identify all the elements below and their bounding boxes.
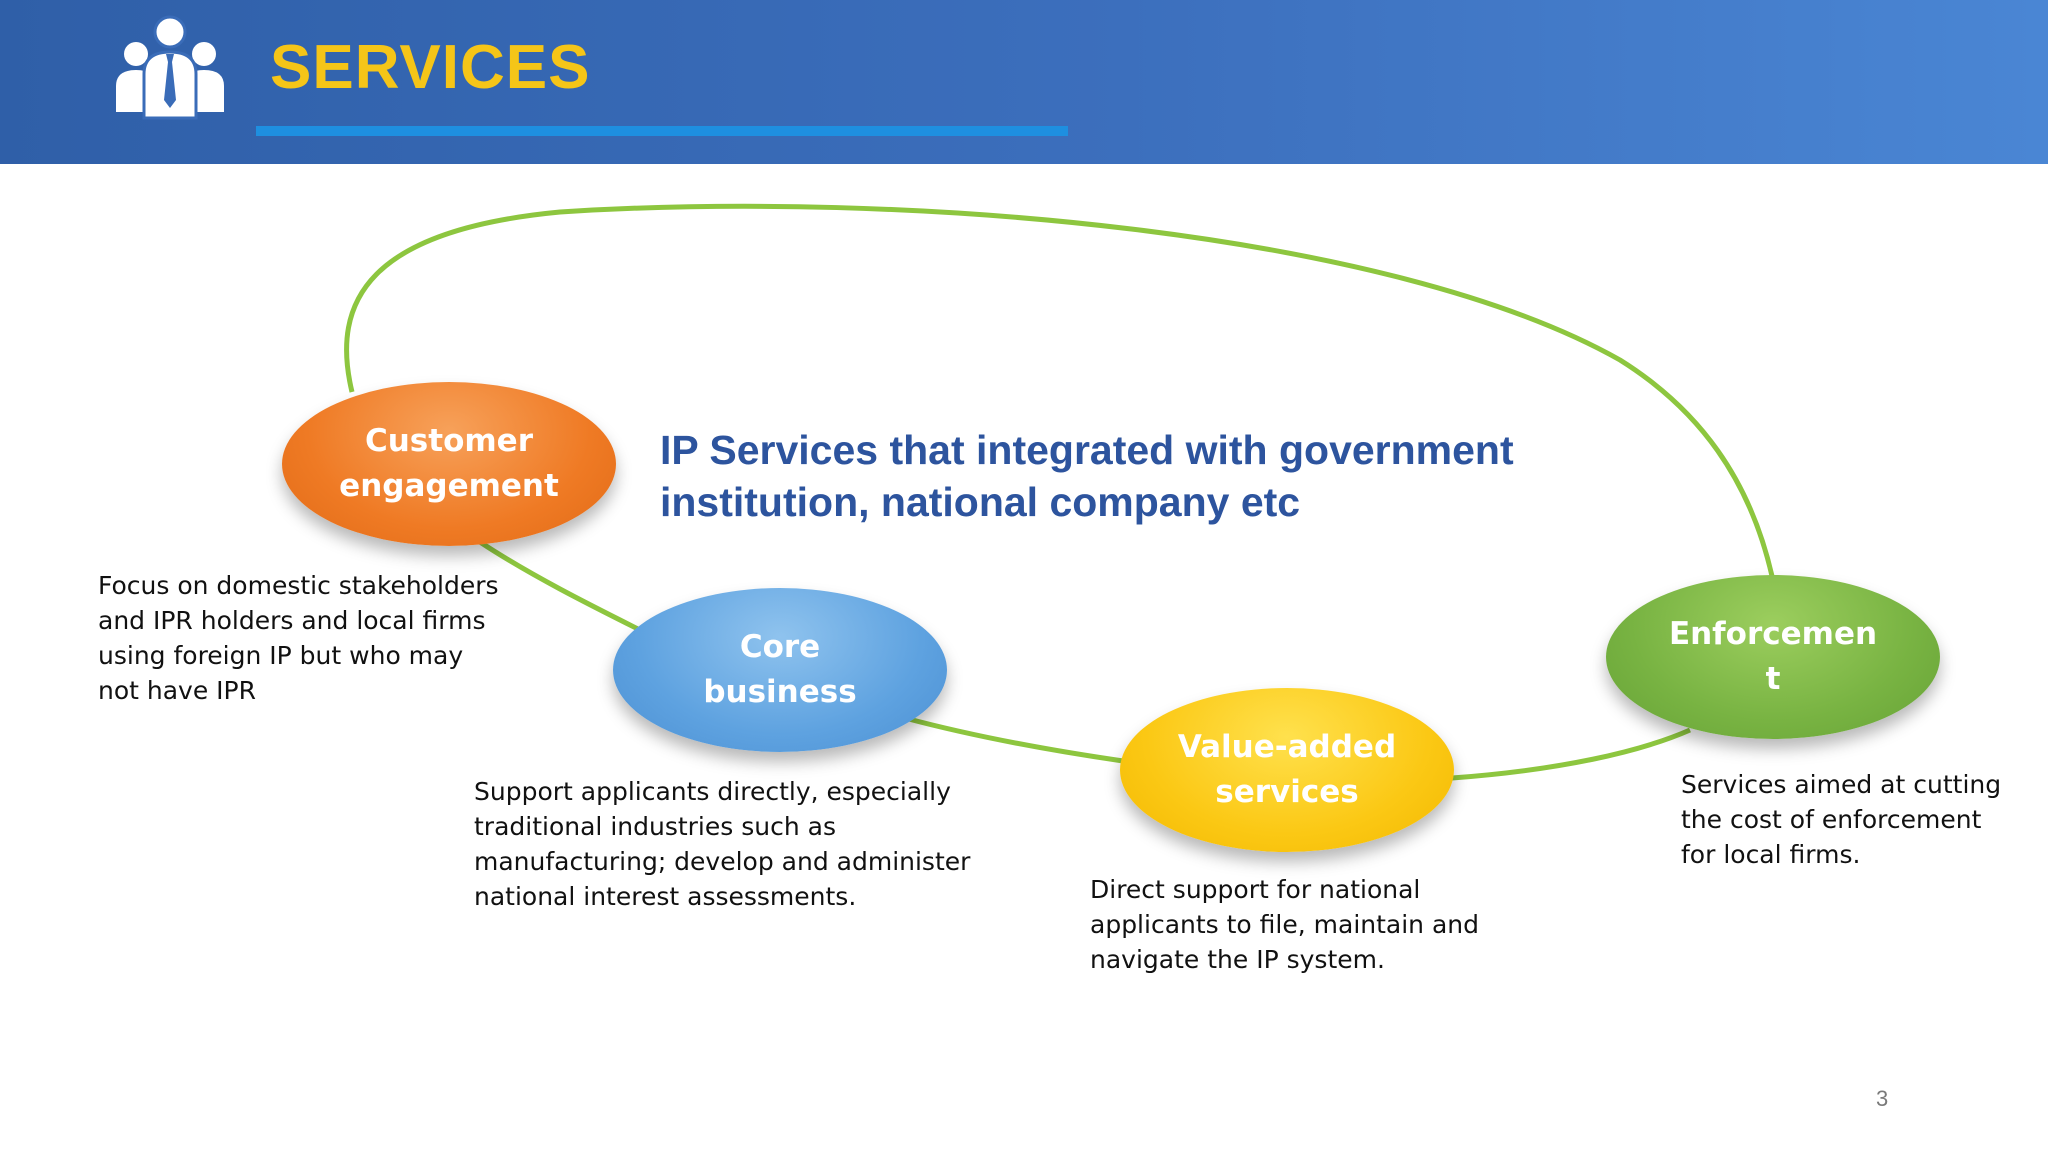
node-label: Customer <box>364 423 533 459</box>
node-label: Enforcemen <box>1668 616 1878 652</box>
node-value-added-services: Value-added services <box>1120 688 1454 852</box>
node-core-business: Core business <box>613 588 947 752</box>
node-label: services <box>1215 774 1359 810</box>
node-label: business <box>703 674 857 710</box>
description-line: national interest assessments. <box>474 882 857 911</box>
description-core-business: Support applicants directly, especially … <box>474 774 970 914</box>
node-customer-engagement: Customer engagement <box>282 382 616 546</box>
node-label: Core <box>739 629 821 665</box>
diagram-headline: IP Services that integrated with governm… <box>660 424 1640 528</box>
connector-yellow-green <box>1451 727 1692 781</box>
description-enforcement: Services aimed at cutting the cost of en… <box>1681 767 2001 872</box>
description-value-added-services: Direct support for national applicants t… <box>1090 872 1479 977</box>
description-line: Services aimed at cutting <box>1681 770 2002 799</box>
description-line: Direct support for national <box>1090 875 1421 904</box>
node-label: Value-added <box>1177 729 1397 765</box>
description-line: Support applicants directly, especially <box>474 777 951 806</box>
business-people-icon <box>116 15 224 120</box>
node-enforcement: Enforcemen t <box>1606 575 1940 739</box>
page-number: 3 <box>1876 1086 1889 1111</box>
description-customer-engagement: Focus on domestic stakeholders and IPR h… <box>98 568 499 708</box>
header-banner: SERVICES <box>0 0 2048 164</box>
description-line: traditional industries such as <box>474 812 836 841</box>
description-line: the cost of enforcement <box>1681 805 1982 834</box>
connector-blue-yellow <box>904 715 1131 765</box>
description-line: for local firms. <box>1681 840 1861 869</box>
connector-orange-blue <box>478 539 642 633</box>
page-title: SERVICES <box>270 33 591 102</box>
connector-loop-arc <box>344 203 1775 577</box>
description-line: and IPR holders and local firms <box>98 606 486 635</box>
headline-line: institution, national company etc <box>660 479 1301 525</box>
node-label: t <box>1765 661 1781 697</box>
description-line: Focus on domestic stakeholders <box>98 571 499 600</box>
description-line: applicants to file, maintain and <box>1090 910 1480 939</box>
description-line: manufacturing; develop and administer <box>474 847 971 876</box>
headline-line: IP Services that integrated with governm… <box>660 427 1514 473</box>
description-line: not have IPR <box>98 676 256 705</box>
description-line: using foreign IP but who may <box>98 641 464 670</box>
title-underline <box>256 126 1068 136</box>
description-line: navigate the IP system. <box>1090 945 1385 974</box>
node-label: engagement <box>339 468 559 504</box>
